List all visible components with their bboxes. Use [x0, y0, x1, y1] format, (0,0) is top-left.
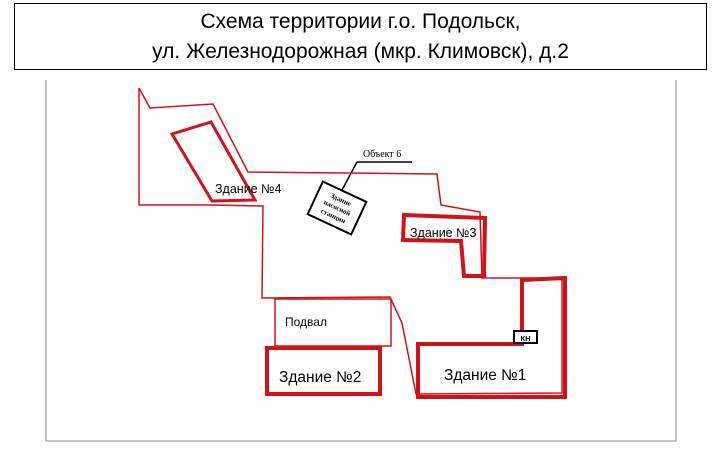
- basement-label: Подвал: [285, 315, 327, 329]
- pump-station: Здание насосной станции: [306, 180, 368, 236]
- building-2-label: Здание №2: [279, 369, 361, 386]
- building-2: [265, 346, 382, 396]
- kn-box: [513, 330, 538, 344]
- title-line-2: ул. Железнодорожная (мкр. Климовск), д.2: [152, 39, 569, 63]
- building-3-label: Здание №3: [410, 226, 477, 240]
- title-box: Схема территории г.о. Подольск, ул. Желе…: [14, 3, 707, 70]
- object6-leader: [341, 161, 358, 191]
- building-4: [169, 120, 258, 203]
- building-4-label: Здание №4: [215, 182, 282, 196]
- plan-frame: [45, 80, 677, 442]
- building-3: [400, 212, 488, 278]
- building-1-label: Здание №1: [444, 367, 526, 384]
- kn-label: КН: [521, 334, 531, 343]
- title-line-1: Схема территории г.о. Подольск,: [200, 9, 521, 33]
- territory-boundary: [138, 87, 563, 395]
- object6-label: Объект 6: [363, 149, 401, 160]
- pump-station-box: [306, 180, 368, 236]
